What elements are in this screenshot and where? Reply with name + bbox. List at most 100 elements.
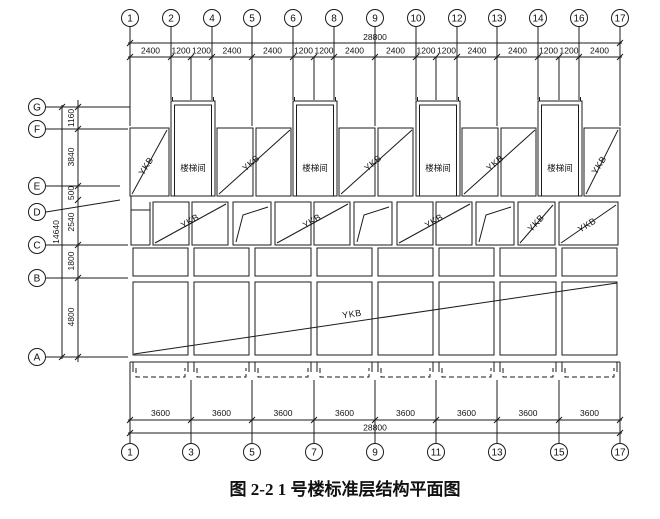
room — [475, 201, 515, 246]
plan-ba-band: YKB — [132, 281, 618, 356]
slab-label: YKB — [362, 153, 383, 173]
room — [216, 127, 254, 197]
dim-total-left: 14640 — [51, 220, 61, 244]
axis-label: 12 — [451, 14, 463, 25]
slab-label: YKB — [484, 153, 505, 173]
slab-label: YKB — [423, 212, 445, 230]
room — [129, 127, 170, 197]
dim-span: 3600 — [396, 408, 415, 418]
bay — [193, 281, 250, 356]
dim-span: 2400 — [141, 46, 160, 56]
axis-bubble — [488, 9, 506, 27]
dim-span: 1200 — [172, 46, 191, 56]
balcony-dashed-edge — [135, 368, 615, 378]
dim-span: 2400 — [386, 46, 405, 56]
slab-diagonal — [276, 203, 349, 244]
axis-label: 17 — [614, 14, 626, 25]
bay — [316, 281, 373, 356]
axis-bubble — [121, 443, 139, 461]
plan-cb-band — [132, 247, 618, 277]
slab-label: YKB — [240, 153, 261, 173]
axis-bubble — [427, 443, 445, 461]
axis-bubble — [28, 177, 46, 195]
bay — [499, 247, 557, 277]
axis-bubble — [28, 348, 46, 366]
axis-label: 15 — [553, 448, 565, 459]
stairwell-parapet — [539, 97, 581, 101]
slab-diagonal — [519, 204, 554, 244]
slab-label: YKB — [589, 154, 608, 176]
bay — [193, 247, 250, 277]
dim-span: 1200 — [417, 46, 436, 56]
balcony-side-walls — [129, 361, 621, 380]
bay — [132, 247, 189, 277]
dim-span: 2400 — [468, 46, 487, 56]
dim-span: 500 — [66, 186, 76, 200]
axis-bubble — [448, 9, 466, 27]
room — [232, 201, 272, 246]
room — [152, 201, 190, 246]
room — [461, 127, 499, 197]
stairwell-parapet — [172, 97, 214, 101]
slab-label: YKB — [136, 155, 155, 177]
dim-span: 1200 — [437, 46, 456, 56]
stairwell-label: 楼梯间 — [302, 163, 328, 173]
plan-top-band: 楼梯间 楼梯间 楼梯间 楼梯间 YKB YKB YKB YKB YKB — [129, 97, 621, 197]
axis-label: B — [34, 274, 41, 285]
room — [191, 201, 229, 246]
axis-bubble — [28, 203, 46, 221]
slab-diagonal — [398, 203, 471, 244]
axis-label: 11 — [431, 448, 442, 459]
room — [517, 201, 556, 246]
axis-label: 17 — [614, 448, 626, 459]
dimension-ticks — [126, 39, 624, 61]
axis-label: C — [33, 241, 40, 252]
dim-span: 2400 — [508, 46, 527, 56]
axis-bubble — [325, 9, 343, 27]
axis-label: 4 — [209, 14, 215, 25]
axis-bubble — [407, 9, 425, 27]
dim-total-bottom: 28800 — [363, 423, 387, 433]
stairwell-inner-wall — [296, 104, 334, 197]
dim-span: 3600 — [580, 408, 599, 418]
bay — [499, 281, 557, 356]
axis-label: 5 — [249, 448, 255, 459]
dimension-line — [61, 100, 79, 362]
left-axis-bubbles: G F E D C B A — [28, 98, 46, 366]
axis-bubble — [611, 9, 629, 27]
axis-bubble — [366, 443, 384, 461]
bay — [561, 247, 618, 277]
axis-label: 8 — [331, 14, 337, 25]
slab-bent-mark — [356, 206, 390, 243]
bay — [561, 281, 618, 356]
dim-span: 3600 — [457, 408, 476, 418]
axis-bubble — [366, 9, 384, 27]
slab-label: YKB — [576, 216, 598, 235]
stairwell — [415, 100, 461, 197]
dim-span: 3840 — [66, 147, 76, 166]
axis-bubble — [162, 9, 180, 27]
bottom-axis-bubbles: 1 3 5 7 9 11 13 15 17 — [121, 443, 629, 461]
dim-span: 1200 — [560, 46, 579, 56]
axis-label: 6 — [290, 14, 296, 25]
slab-diagonal — [154, 203, 227, 244]
axis-label: 13 — [491, 448, 503, 459]
room — [583, 127, 621, 197]
plan-middle-band: YKB YKB YKB YKB YKB — [130, 196, 619, 246]
axis-label: G — [33, 103, 41, 114]
dim-span: 1160 — [66, 109, 76, 128]
axis-bubble — [284, 9, 302, 27]
bay — [316, 247, 373, 277]
dim-span: 3600 — [212, 408, 231, 418]
bay — [438, 281, 495, 356]
dimension-ticks — [58, 103, 82, 361]
dim-span: 1200 — [294, 46, 313, 56]
axis-bubble — [529, 9, 547, 27]
dim-span: 2400 — [263, 46, 282, 56]
dim-span: 2540 — [66, 212, 76, 231]
axis-bubble — [28, 236, 46, 254]
left-grid-lines — [45, 106, 130, 358]
dimension-ticks — [126, 416, 624, 437]
